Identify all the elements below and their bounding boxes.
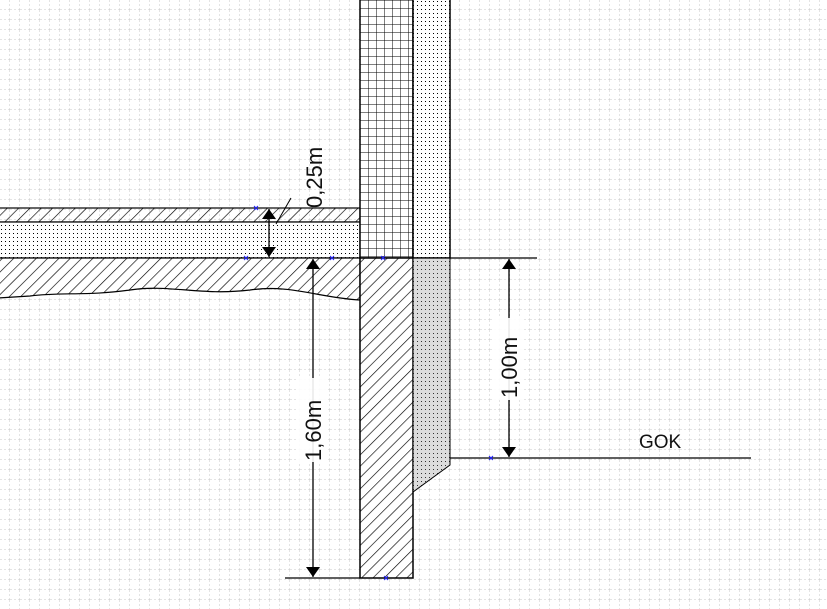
wall-insulation-upper[interactable] — [412, 0, 451, 259]
slab-insulation-layer[interactable] — [0, 221, 361, 259]
dim-ground-text-bg — [494, 318, 524, 400]
dim-slab-leader — [275, 197, 292, 225]
dim-wall-text[interactable]: 1,60m — [301, 400, 326, 461]
gravel-backfill[interactable] — [412, 257, 451, 493]
dim-ground-text[interactable]: 1,00m — [497, 337, 522, 398]
dim-slab-text[interactable]: 0,25m — [302, 147, 327, 208]
soil-below-slab[interactable] — [0, 257, 361, 301]
ground-level-label[interactable]: GOK — [639, 432, 682, 453]
snap-markers — [243, 205, 494, 581]
dim-wall-text-bg — [298, 378, 328, 462]
slab-top-layer[interactable] — [0, 207, 361, 223]
foundation-wall[interactable] — [359, 257, 414, 579]
wall-masonry-upper[interactable] — [359, 0, 414, 259]
